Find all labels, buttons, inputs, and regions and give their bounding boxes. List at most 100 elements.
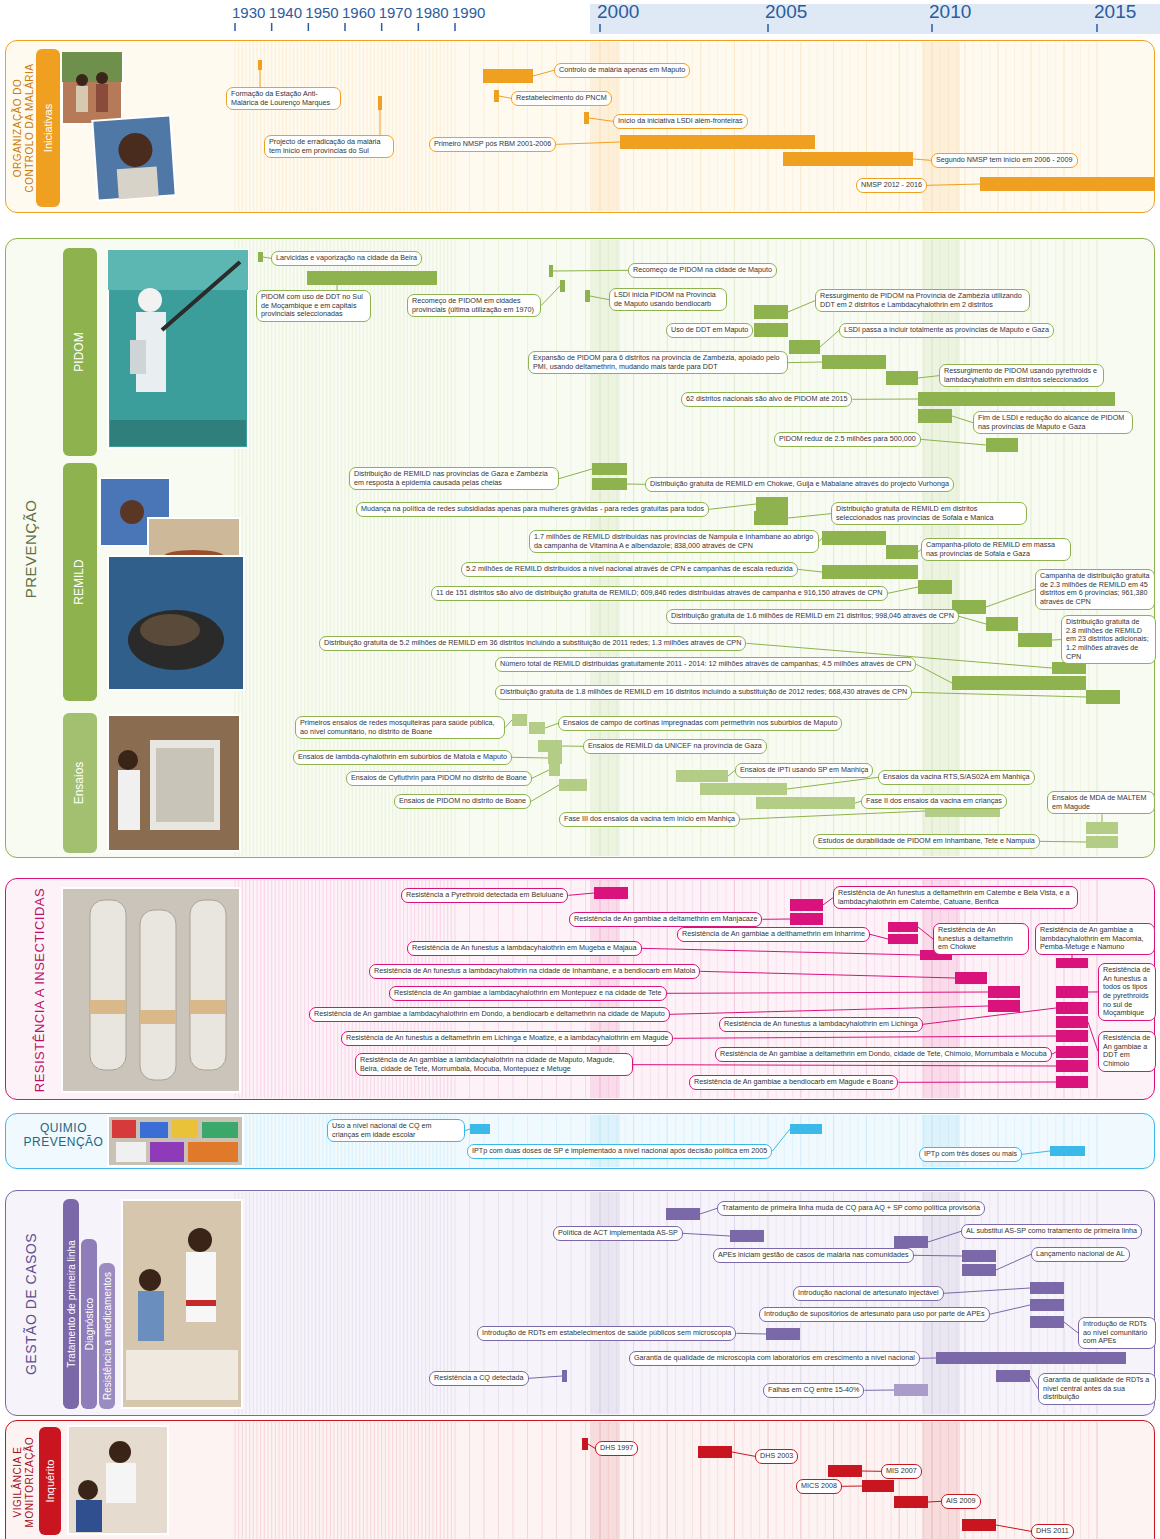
year-line bbox=[315, 42, 316, 211]
year-line bbox=[334, 42, 335, 211]
timeline-bar bbox=[1056, 1060, 1088, 1072]
event-callout: APEs iniciam gestão de casos de malária … bbox=[713, 1248, 914, 1263]
timeline-bar bbox=[549, 265, 553, 277]
year-line bbox=[264, 42, 265, 211]
year-line bbox=[282, 1115, 283, 1167]
year-line bbox=[260, 240, 261, 856]
year-line bbox=[385, 1192, 386, 1414]
year-line bbox=[352, 880, 353, 1098]
year-line bbox=[633, 1115, 634, 1167]
leader-line bbox=[996, 1254, 1031, 1270]
year-line bbox=[513, 1422, 514, 1539]
year-line bbox=[616, 1115, 617, 1167]
event-callout: Resistência de An gambiae a delthamethri… bbox=[677, 927, 870, 942]
leader-line bbox=[740, 811, 925, 819]
year-line bbox=[385, 1422, 386, 1539]
callout-text: Resistência de An funestus a lambdacyhal… bbox=[412, 944, 637, 953]
year-line bbox=[301, 1115, 302, 1167]
leader-line bbox=[787, 777, 878, 789]
leader-line bbox=[772, 1129, 790, 1151]
year-line bbox=[275, 42, 276, 211]
section-tab: Diagnóstico bbox=[81, 1239, 97, 1409]
year-line bbox=[923, 1422, 924, 1539]
timeline-bar bbox=[582, 1438, 588, 1450]
year-line bbox=[527, 42, 528, 211]
year-line bbox=[290, 1192, 291, 1414]
year-line bbox=[498, 1115, 499, 1167]
event-callout: Resistência a CQ detectada bbox=[429, 1371, 529, 1386]
year-line bbox=[345, 880, 346, 1098]
year-line bbox=[776, 1192, 777, 1414]
event-callout: Falhas em CQ entre 15-40% bbox=[763, 1383, 864, 1398]
tab-label: Tratamento de primeira linha bbox=[66, 1202, 77, 1406]
leader-line bbox=[380, 110, 381, 135]
year-line bbox=[513, 1115, 514, 1167]
event-callout: Distribuição gratuita de REMILD em distr… bbox=[831, 502, 1027, 525]
year-line bbox=[293, 240, 294, 856]
year-line bbox=[709, 1192, 710, 1414]
year-line bbox=[341, 42, 342, 211]
event-callout: 62 distritos nacionais são alvo de PIDOM… bbox=[681, 392, 852, 407]
timeline-panel: ORGANIZAÇÃO DO CONTROLO DA MALÁRIAInicia… bbox=[5, 40, 1155, 213]
year-line bbox=[425, 1422, 426, 1539]
year-line bbox=[337, 1192, 338, 1414]
callout-text: Uso a nível nacional de CQ em crianças e… bbox=[332, 1122, 460, 1139]
year-line bbox=[542, 1115, 543, 1167]
section-title: PREVENÇÃO bbox=[22, 247, 39, 851]
year-line bbox=[418, 1192, 419, 1414]
leader-line bbox=[728, 770, 735, 776]
event-callout: Ressurgimento de PIDOM usando pyrethroid… bbox=[939, 364, 1104, 387]
leader-line bbox=[920, 1358, 936, 1359]
year-line bbox=[684, 1192, 685, 1414]
event-callout: Primeiros ensaios de redes mosquiteiras … bbox=[295, 716, 505, 739]
year-label: 1960 bbox=[342, 5, 375, 20]
callout-text: Número total de REMILD distribuidas grat… bbox=[500, 660, 911, 669]
leader-line bbox=[1064, 1322, 1078, 1333]
callout-text: Introdução de supositórios de artesunato… bbox=[764, 1310, 985, 1319]
year-line bbox=[850, 1192, 851, 1414]
year-line bbox=[282, 1422, 283, 1539]
year-line bbox=[264, 240, 265, 856]
year-line bbox=[249, 240, 250, 856]
year-line bbox=[768, 1192, 769, 1414]
year-line bbox=[367, 42, 368, 211]
year-line bbox=[784, 1115, 785, 1167]
timeline-bar bbox=[494, 90, 499, 102]
year-line bbox=[751, 1192, 752, 1414]
event-callout: Expansão de PIDOM para 6 distritos na pr… bbox=[528, 351, 788, 374]
year-line bbox=[312, 1115, 313, 1167]
timeline-bar bbox=[698, 1446, 732, 1458]
photo bbox=[122, 1200, 242, 1408]
year-line bbox=[275, 240, 276, 856]
callout-text: Tratamento de primeira linha muda de CQ … bbox=[722, 1204, 980, 1213]
callout-text: Garantia de qualidade de microscopia com… bbox=[634, 1354, 915, 1363]
year-line bbox=[425, 1192, 426, 1414]
year-line bbox=[411, 1192, 412, 1414]
year-line bbox=[341, 1192, 342, 1414]
year-line bbox=[1055, 1422, 1056, 1539]
year-line bbox=[642, 1422, 643, 1539]
leader-line bbox=[918, 376, 939, 378]
year-line bbox=[363, 42, 364, 211]
year-line bbox=[275, 1115, 276, 1167]
axis-tick bbox=[931, 24, 933, 32]
event-callout: Resistência de An gambiae a lambdacyhalo… bbox=[355, 1053, 633, 1076]
event-callout: Distribuição gratuita de 5.2 milhões de … bbox=[319, 636, 746, 651]
timeline-bar bbox=[559, 779, 587, 791]
event-callout: Lançamento nacional de AL bbox=[1031, 1247, 1130, 1262]
year-line bbox=[907, 1192, 908, 1414]
callout-text: Restabelecimento do PNCM bbox=[516, 94, 607, 103]
year-line bbox=[260, 1115, 261, 1167]
callout-text: Resistência de An gambiae a lambdacyhalo… bbox=[1040, 926, 1150, 952]
year-line bbox=[948, 1192, 949, 1414]
leader-line bbox=[1052, 639, 1061, 640]
callout-text: Introdução nacional de artesunato inject… bbox=[798, 1289, 939, 1298]
leader-line bbox=[709, 504, 756, 509]
year-line bbox=[326, 1192, 327, 1414]
year-line bbox=[484, 1115, 485, 1167]
year-shade bbox=[590, 1422, 620, 1539]
callout-text: Resistência de An funestus a lambdacyhal… bbox=[724, 1020, 918, 1029]
year-line bbox=[1022, 1422, 1023, 1539]
timeline-bar bbox=[258, 252, 263, 262]
year-line bbox=[407, 42, 408, 211]
